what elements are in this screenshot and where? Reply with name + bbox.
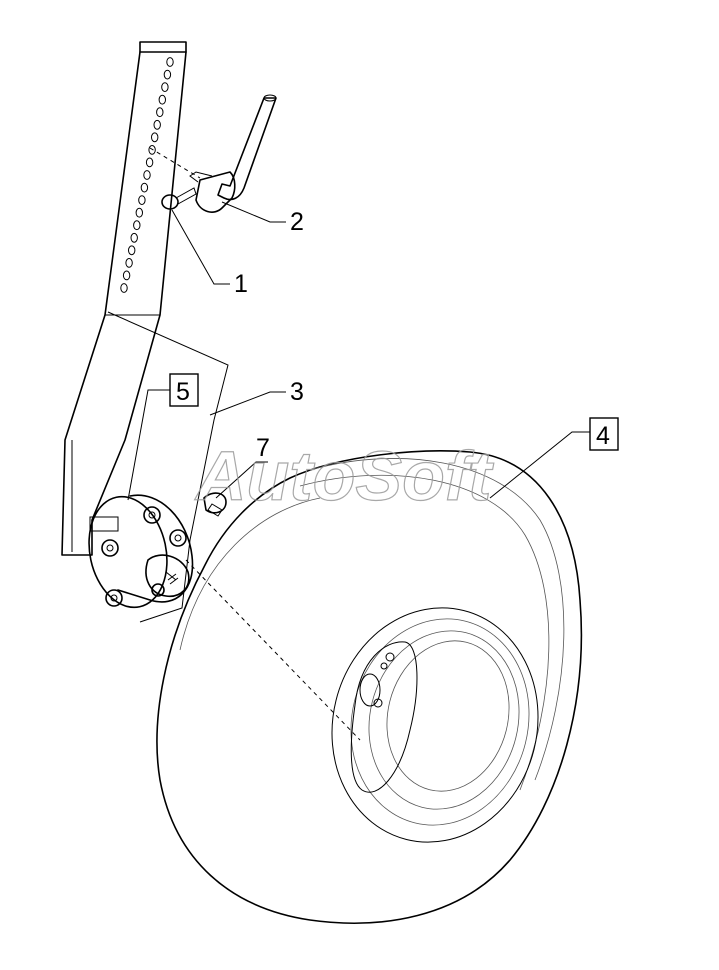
callout-label-7: 7 (256, 434, 270, 462)
valve-cap (207, 503, 223, 517)
adjustment-hole (143, 170, 151, 180)
watermark: AutoSoft (194, 437, 494, 515)
callout-3: 3 (209, 378, 304, 416)
pin-handle (217, 97, 277, 201)
adjustment-hole (166, 57, 174, 67)
mount-plate (107, 311, 229, 623)
adjustment-hole (122, 270, 131, 281)
clip-ring (161, 194, 179, 210)
adjustment-hole (163, 69, 172, 80)
tread-line (309, 458, 565, 781)
callout-label-5: 5 (176, 378, 190, 406)
adjustment-hole (135, 207, 144, 218)
hub-axis-line (185, 559, 361, 741)
callout-box-5 (169, 373, 199, 407)
adjustment-hole (153, 119, 161, 130)
callout-5: 5 (127, 373, 199, 501)
adjustment-holes (120, 57, 174, 293)
callout-2: 2 (221, 201, 304, 236)
rim-disc (350, 641, 418, 793)
adjustment-hole (140, 182, 149, 193)
rim-bolt-hole (380, 662, 388, 670)
rim-bolt-hole (373, 698, 383, 708)
callout-label-1: 1 (234, 270, 248, 298)
callout-box-4 (589, 417, 619, 451)
wheel-nut (101, 539, 119, 557)
tread-line (299, 474, 550, 791)
leader-line (221, 201, 286, 223)
adjustment-hole (145, 157, 154, 168)
wheel-nut (105, 589, 123, 607)
hub-body (117, 494, 194, 603)
support-arm (61, 41, 229, 623)
leader-line (171, 209, 230, 285)
adjustment-hole (148, 145, 156, 155)
pin-handle-end (263, 94, 277, 102)
adjustment-hole (128, 245, 136, 256)
callout-1: 1 (171, 209, 248, 298)
rim-ring (368, 630, 520, 810)
adjustment-hole (133, 220, 141, 231)
valve (203, 492, 227, 517)
hub-cap (145, 554, 190, 597)
pin-body (195, 171, 236, 213)
callout-7: 7 (215, 434, 270, 499)
wheel (156, 450, 583, 924)
adjustment-hole (138, 195, 146, 206)
sidewall-curve (179, 497, 321, 651)
adjustment-hole (120, 283, 128, 293)
pin-axis-line (149, 147, 201, 179)
rim-ring (386, 640, 510, 792)
wheel-nut (151, 583, 165, 597)
leader-line (127, 389, 170, 501)
adjustment-hole (130, 232, 138, 243)
adjustment-hole (161, 82, 169, 92)
arm-top-cap (139, 41, 187, 53)
arm-outline (61, 51, 187, 556)
wheel-nut (143, 506, 161, 524)
wheel-hub (88, 494, 194, 609)
hub-cap-mark (165, 571, 179, 585)
locking-pin (189, 94, 277, 213)
clip-wire (175, 187, 197, 205)
tire-outline (156, 450, 583, 924)
adjustment-hole (125, 258, 133, 268)
rim-ring (350, 618, 530, 826)
rim-bolt-hole (385, 652, 395, 662)
rim-outer (331, 607, 539, 843)
leader-line (209, 391, 286, 416)
leader-line (215, 461, 268, 499)
adjustment-hole (158, 94, 167, 105)
adjustment-hole (151, 132, 159, 143)
adjustment-hole (156, 107, 164, 118)
leader-line (489, 431, 590, 499)
callout-4: 4 (489, 417, 619, 499)
callout-label-4: 4 (596, 422, 610, 450)
hub-hole (359, 673, 381, 707)
hub-spacer (89, 516, 119, 532)
wheel-nut (169, 529, 187, 547)
spring-clip (161, 187, 197, 210)
hub-flange (88, 495, 168, 609)
callout-label-3: 3 (290, 378, 304, 406)
callout-label-2: 2 (290, 208, 304, 236)
